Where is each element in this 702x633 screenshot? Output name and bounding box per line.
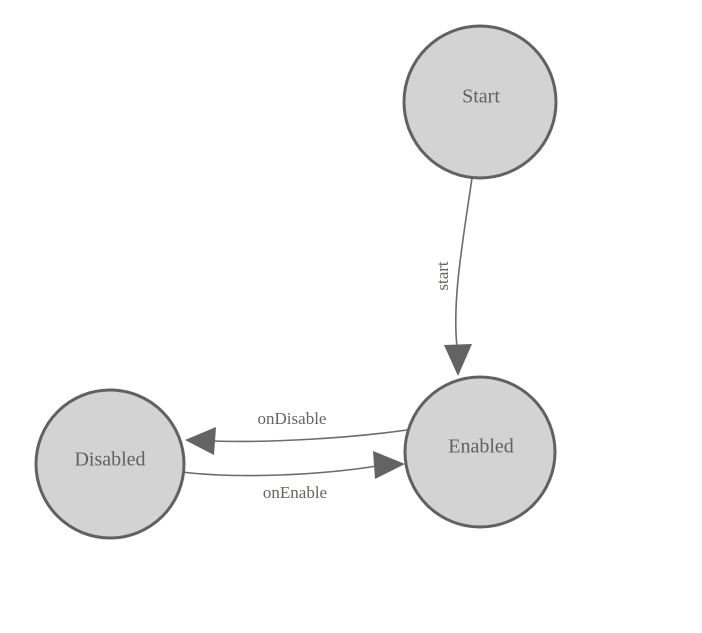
state-node-disabled[interactable]: Disabled (34, 388, 186, 540)
state-node-disabled-circle (34, 388, 186, 540)
edge-enabled-to-disabled-label: onDisable (258, 409, 327, 428)
edge-enabled-to-disabled-arrowhead (185, 427, 216, 455)
edge-start-to-enabled[interactable]: start (433, 177, 473, 376)
state-node-start-label: Start (462, 86, 500, 108)
state-node-disabled-label: Disabled (74, 449, 145, 471)
state-node-start[interactable]: Start (402, 24, 558, 180)
state-node-enabled[interactable]: Enabled (403, 375, 557, 529)
edge-disabled-to-enabled[interactable]: onEnable (181, 451, 405, 502)
edge-disabled-to-enabled-label: onEnable (263, 483, 327, 502)
state-node-enabled-circle (403, 375, 557, 529)
edge-disabled-to-enabled-line (181, 465, 378, 477)
edge-enabled-to-disabled[interactable]: onDisable (185, 409, 408, 455)
edge-disabled-to-enabled-arrowhead (373, 451, 405, 479)
edge-start-to-enabled-line (454, 177, 473, 348)
edge-start-to-enabled-arrowhead (444, 344, 472, 376)
edge-start-to-enabled-label: start (433, 261, 452, 291)
edge-enabled-to-disabled-line (212, 429, 408, 443)
state-node-start-circle (402, 24, 558, 180)
state-node-enabled-label: Enabled (448, 436, 514, 458)
